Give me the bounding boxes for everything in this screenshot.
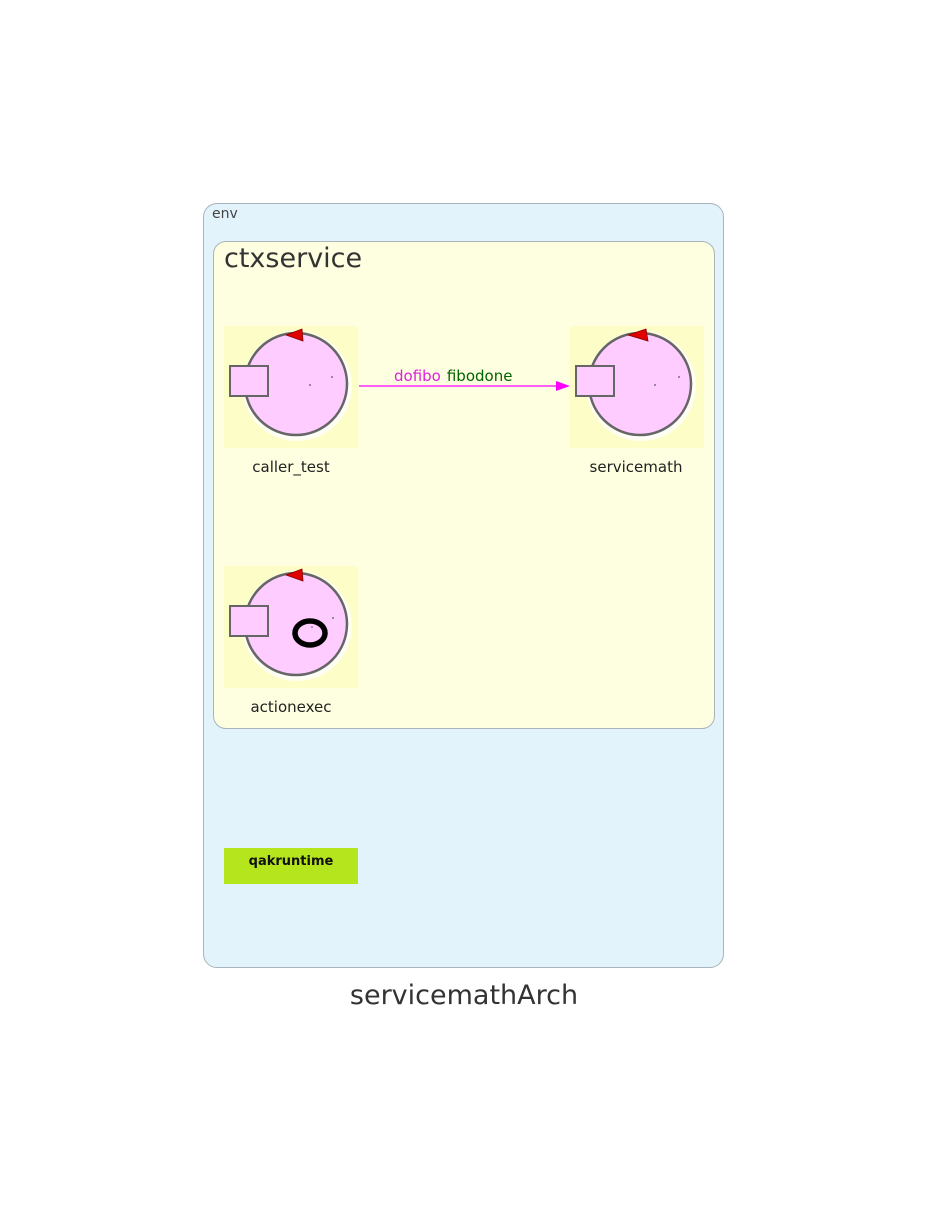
actor-label-actionexec: actionexec [250,698,332,716]
runtime-node[interactable]: qakruntime [224,848,358,884]
edge-message-label: dofibo fibodone [394,367,512,385]
runtime-label: qakruntime [248,854,334,869]
env-label: env [212,206,238,222]
actor-servicemath[interactable] [570,326,704,448]
arrowhead-icon [556,381,570,391]
actor-caller-test[interactable] [224,326,358,448]
diagram-title: servicemathArch [349,980,579,1011]
message-fibodone: fibodone [447,367,513,385]
context-label: ctxservice [224,243,363,274]
actor-actionexec[interactable] [224,566,358,688]
actor-label-servicemath: servicemath [589,458,683,476]
actor-icon-with-ring [224,566,358,688]
actor-label-caller-test: caller_test [252,458,330,476]
actor-icon [570,326,704,448]
message-dofibo: dofibo [394,367,441,385]
actor-icon [224,326,358,448]
